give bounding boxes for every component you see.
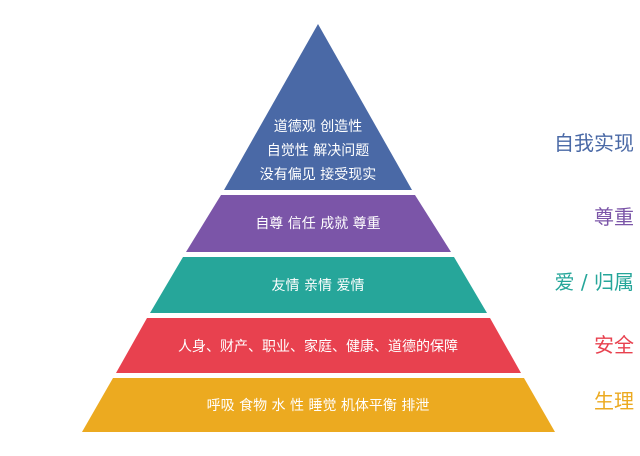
tier-self-actualization bbox=[224, 24, 412, 190]
label-love-belonging: 爱 / 归属 bbox=[555, 270, 634, 294]
label-self-actualization: 自我实现 bbox=[554, 131, 634, 155]
tier-safety-text: 人身、财产、职业、家庭、健康、道德的保障 bbox=[178, 338, 458, 355]
label-esteem: 尊重 bbox=[594, 205, 634, 229]
tier-love-belonging bbox=[150, 257, 487, 313]
label-safety: 安全 bbox=[594, 333, 634, 357]
label-physiological: 生理 bbox=[594, 389, 634, 413]
tier-physiological bbox=[82, 378, 555, 432]
tier-safety bbox=[116, 318, 521, 373]
tier-self-actualization-line-2: 自觉性 解决问题 bbox=[267, 143, 369, 159]
tier-physiological-text: 呼吸 食物 水 性 睡觉 机体平衡 排泄 bbox=[207, 397, 430, 414]
tier-self-actualization-line-3: 没有偏见 接受现实 bbox=[260, 166, 376, 183]
tier-self-actualization-line-1: 道德观 创造性 bbox=[274, 119, 362, 135]
tier-esteem-text: 自尊 信任 成就 尊重 bbox=[255, 215, 380, 232]
tier-esteem bbox=[186, 195, 451, 252]
tier-love-belonging-text: 友情 亲情 爱情 bbox=[272, 278, 365, 294]
